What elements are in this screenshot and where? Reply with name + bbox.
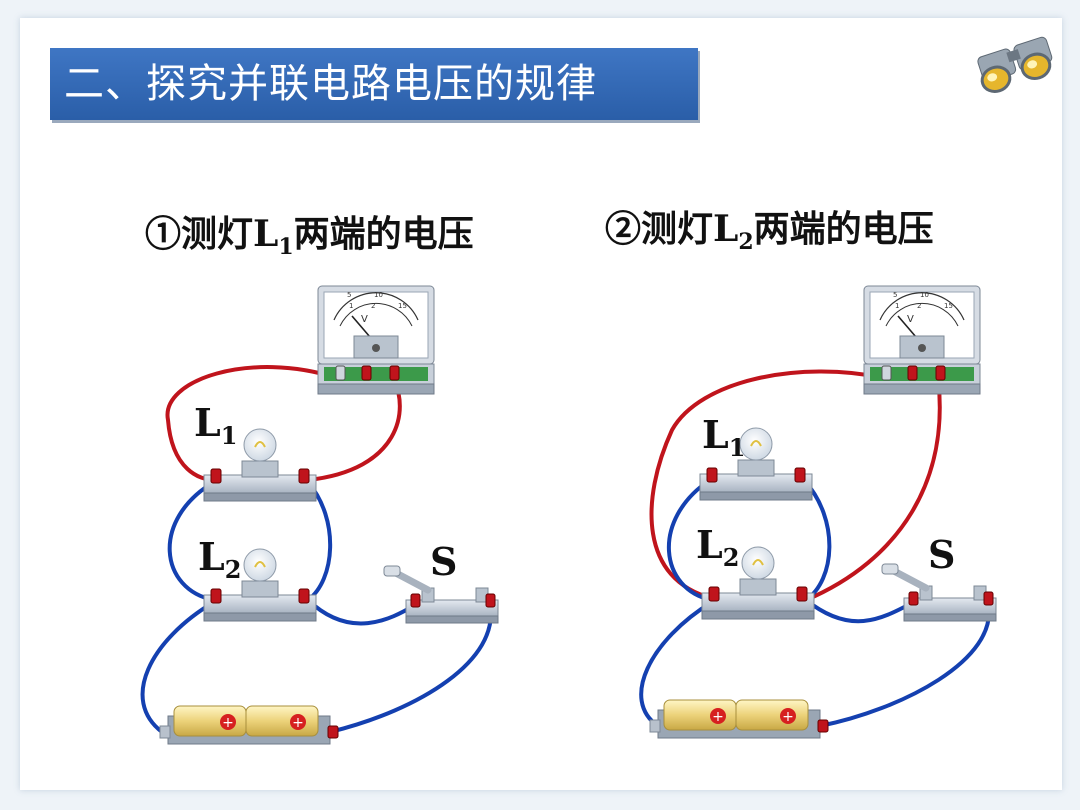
right-voltmeter (863, 285, 981, 395)
right-heading: ②测灯L2两端的电压 (605, 208, 934, 256)
svg-text:5: 5 (893, 291, 897, 299)
svg-text:15: 15 (944, 302, 953, 310)
left-label-l1: L1 (194, 400, 237, 450)
left-label-l2: L2 (198, 534, 241, 584)
left-label-s: S (430, 539, 457, 584)
left-red-wire-1 (165, 365, 338, 482)
right-circuit: L1 L2 S (639, 285, 996, 739)
left-voltmeter-scale: 5 10 1 2 15 V (347, 291, 407, 325)
right-red-wire-1 (649, 369, 885, 600)
page-title: 二、探究并联电路电压的规律 (50, 48, 698, 120)
left-voltmeter (317, 285, 435, 395)
right-blue-wire-3 (804, 598, 913, 624)
right-battery (649, 699, 829, 739)
svg-text:10: 10 (920, 291, 929, 299)
right-blue-wire-1 (667, 478, 713, 602)
left-blue-wire-1 (167, 480, 216, 602)
left-blue-wire-5 (329, 604, 493, 734)
right-label-l1: L1 (702, 412, 745, 462)
svg-text:5: 5 (347, 291, 351, 299)
slide-background (20, 18, 1062, 790)
svg-text:2: 2 (371, 302, 375, 310)
right-voltmeter-scale: 5 10 1 2 15 V (893, 291, 953, 325)
svg-text:1: 1 (349, 302, 353, 310)
svg-text:15: 15 (398, 302, 407, 310)
right-label-l2: L2 (696, 522, 739, 572)
svg-text:2: 2 (917, 302, 921, 310)
left-blue-wire-2 (306, 480, 333, 602)
svg-text:V: V (361, 314, 368, 325)
right-red-wire-2 (805, 377, 942, 602)
svg-text:1: 1 (895, 302, 899, 310)
left-heading: ①测灯L1两端的电压 (145, 213, 474, 261)
left-battery (159, 705, 339, 745)
right-blue-wire-2 (802, 478, 832, 602)
left-blue-wire-4 (140, 600, 216, 734)
svg-text:10: 10 (374, 291, 383, 299)
right-blue-wire-5 (819, 602, 991, 728)
svg-text:V: V (907, 314, 914, 325)
left-circuit: L1 L2 S (140, 285, 498, 745)
binoculars-icon (977, 36, 1053, 93)
right-label-s: S (928, 532, 955, 577)
right-blue-wire-4 (639, 600, 714, 728)
left-blue-wire-3 (306, 598, 417, 626)
